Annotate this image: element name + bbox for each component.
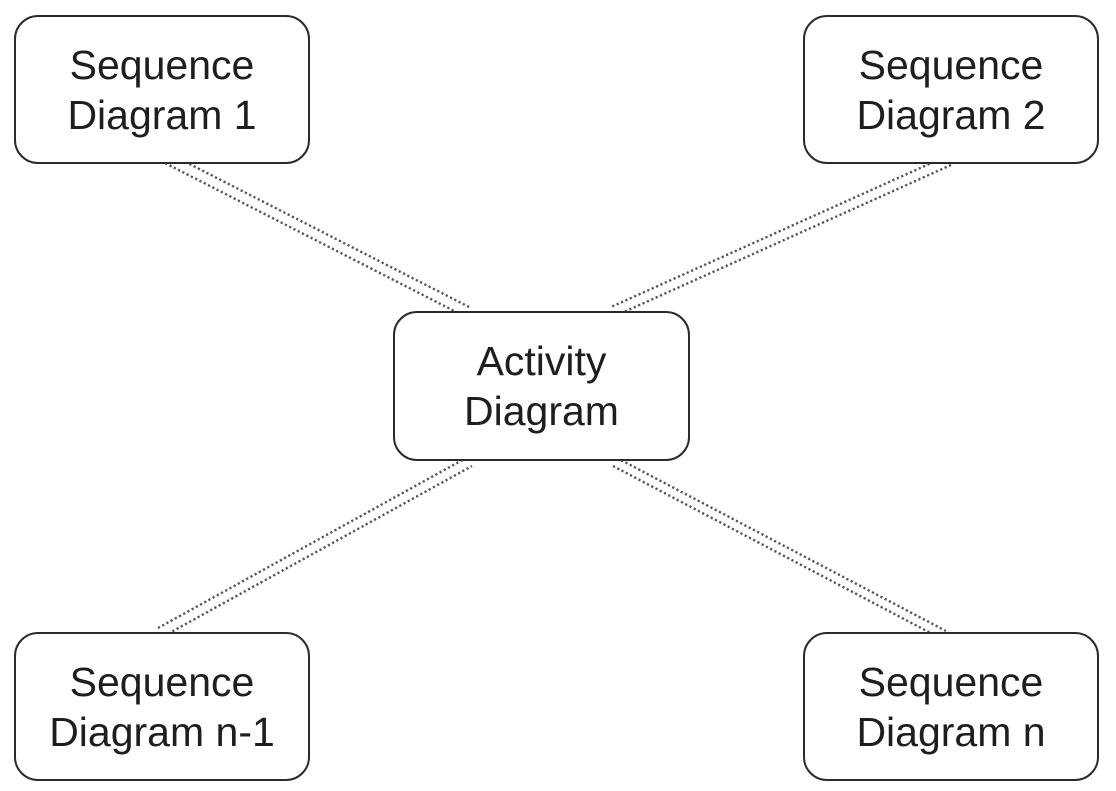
node-label-line2: Diagram: [464, 388, 619, 434]
node-label-line1: Activity: [476, 338, 607, 384]
node-sequence-diagram-n[interactable]: Sequence Diagram n: [803, 632, 1099, 781]
node-label-line1: Sequence: [858, 658, 1044, 705]
node-sequence-diagram-1[interactable]: Sequence Diagram 1: [14, 15, 310, 164]
node-sequence-diagram-2[interactable]: Sequence Diagram 2: [803, 15, 1099, 164]
node-label-line2: Diagram 2: [856, 91, 1046, 138]
node-label-line1: Sequence: [858, 41, 1044, 88]
connector-sequence-n-minus-1-to-activity: [157, 456, 473, 638]
connector-sequence-2-to-activity: [610, 154, 952, 318]
node-label-line1: Sequence: [69, 658, 255, 705]
node-label-line1: Sequence: [69, 41, 255, 88]
connector-sequence-1-to-activity: [160, 151, 470, 317]
node-label-line2: Diagram 1: [67, 91, 257, 138]
connector-sequence-n-to-activity: [612, 456, 947, 641]
node-activity-diagram[interactable]: Activity Diagram: [393, 311, 690, 461]
node-sequence-diagram-n-minus-1[interactable]: Sequence Diagram n-1: [14, 632, 310, 781]
node-label-line2: Diagram n-1: [49, 708, 275, 755]
node-label-line2: Diagram n: [856, 708, 1046, 755]
